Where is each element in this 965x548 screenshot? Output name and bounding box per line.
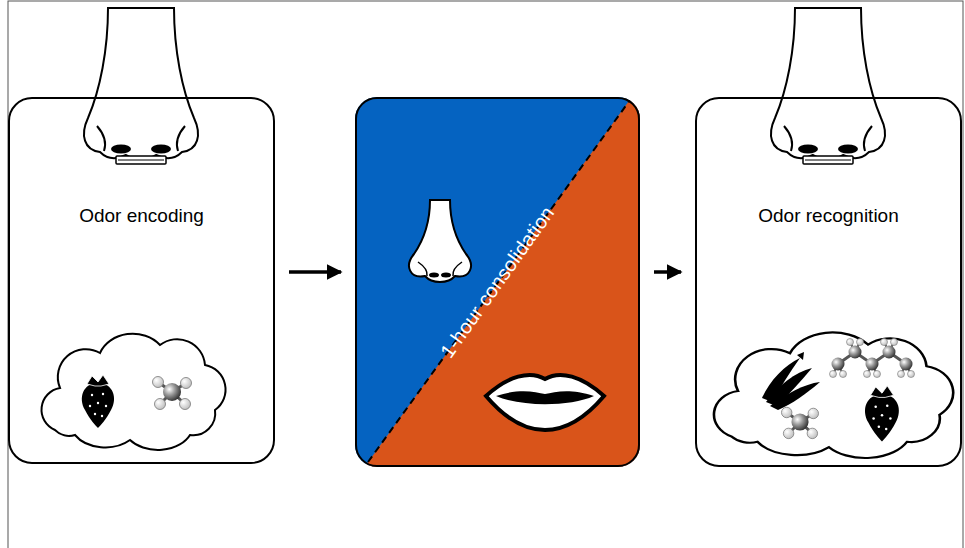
rotated-label: 1-hour consolidation — [435, 202, 559, 363]
consolidation-panel-fill — [355, 97, 640, 467]
recognition-panel: Odor recognition — [695, 97, 962, 467]
consolidation-panel: 1-hour consolidation — [355, 97, 640, 467]
banana-icon — [762, 352, 820, 410]
strawberry-icon — [865, 386, 899, 442]
molecule-icon — [153, 377, 192, 410]
arrow-connector — [654, 270, 681, 274]
lips-icon — [486, 375, 604, 430]
chain-molecule-icon — [830, 339, 915, 378]
strawberry-icon — [82, 375, 114, 428]
encoding-panel: Odor encoding — [8, 97, 275, 464]
panel-label: Odor recognition — [758, 205, 898, 228]
thought-cloud — [42, 334, 226, 450]
arrow-connector — [289, 270, 341, 274]
thought-cloud — [714, 332, 953, 458]
nose-icon — [409, 200, 471, 282]
frame — [8, 1, 963, 548]
panel-label: Odor encoding — [79, 205, 204, 228]
nose-with-device — [771, 8, 885, 164]
molecule-icon — [781, 407, 818, 438]
nose-with-device — [84, 8, 198, 164]
